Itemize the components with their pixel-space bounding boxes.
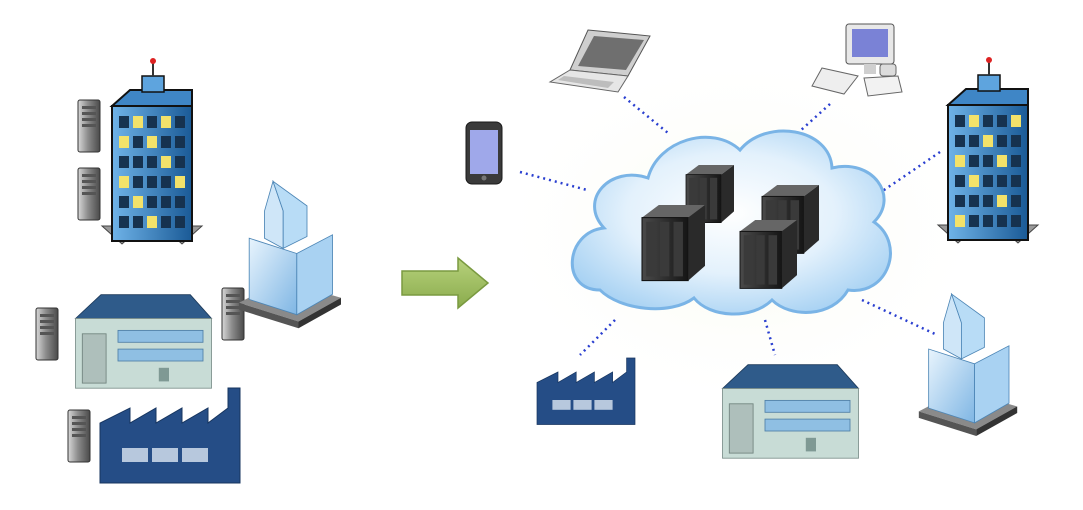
smartphone-icon (465, 121, 503, 185)
connector-factory (579, 319, 616, 356)
cloud-icon (570, 129, 892, 316)
left-glass-building-icon (221, 180, 342, 341)
laptop-icon (548, 29, 651, 93)
connector-glass-building (861, 298, 936, 336)
right-office-tower-icon (937, 56, 1039, 244)
left-office-tower-icon (77, 57, 203, 245)
connector-house (763, 319, 777, 356)
left-house-office-icon (35, 294, 212, 389)
tower-windows (119, 116, 185, 228)
right-arrow-icon (401, 256, 490, 310)
right-house-office-icon (722, 364, 859, 459)
left-factory-icon (67, 387, 241, 484)
desktop-computer-icon (811, 23, 903, 97)
